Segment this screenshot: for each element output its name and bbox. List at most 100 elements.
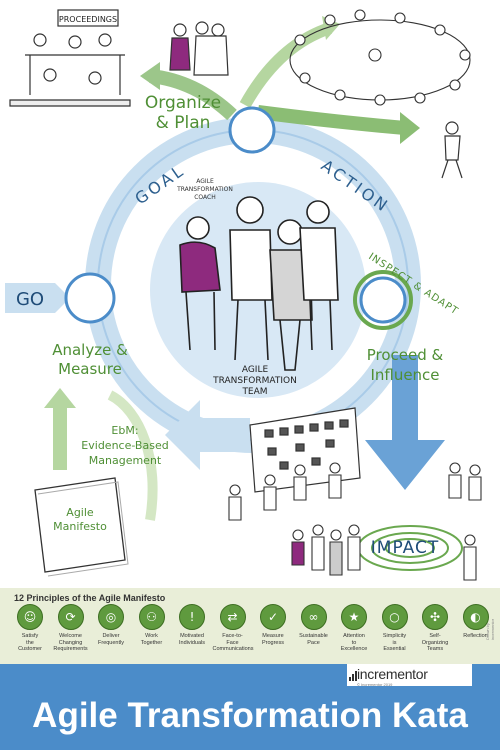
plan-arrows	[140, 16, 420, 144]
principle-glyph: ✣	[429, 610, 441, 624]
principle-label-line: Excellence	[340, 646, 368, 652]
principle-label-line: Progress	[261, 639, 284, 646]
principle-label-line: Sustainable	[299, 633, 328, 639]
principle-label-line: Customer	[18, 646, 42, 652]
principle-label-line: to	[351, 639, 357, 646]
principle-label-line: Measure	[262, 633, 284, 639]
principle-label-line: Face-to-	[222, 633, 243, 639]
principle-label-line: Satisfy	[21, 633, 39, 639]
principle-label: Reflection	[456, 633, 496, 640]
organize-plan-line1: Organize	[145, 93, 221, 113]
walking-person	[441, 121, 463, 179]
principle-label-line: Essential	[383, 646, 406, 652]
principle-label-line: Teams	[426, 646, 444, 652]
principle-label-line: Pace	[307, 639, 320, 646]
proceedings-scene	[9, 9, 131, 107]
plan-node	[228, 106, 276, 154]
satisfy-customer-icon: ☺	[17, 604, 43, 630]
ebm-line2: Evidence-Based	[81, 439, 168, 452]
face-to-face-icon: ⇄	[219, 604, 246, 630]
impact-label: IMPACT	[371, 538, 439, 558]
principle-label-line: Organizing	[421, 639, 449, 646]
go-label: GO	[16, 289, 44, 310]
simplicity-icon: ○	[381, 604, 408, 630]
excellence-icon: ★	[341, 604, 367, 630]
principle-label-line: Attention	[343, 633, 365, 639]
principle-glyph: ⚇	[146, 610, 157, 624]
principle-label-line: Welcome	[59, 633, 82, 639]
principle-label-line: Reflection	[463, 633, 488, 639]
principle-glyph: ∞	[308, 610, 319, 624]
team-label-3: TEAM	[241, 387, 267, 397]
brand-copyright: © Incrementor 2019	[357, 682, 393, 687]
coach-label-1: AGILE	[196, 178, 214, 185]
manifesto-page	[34, 477, 129, 577]
board-people	[228, 462, 482, 521]
impact-arrow	[365, 355, 445, 490]
brand-box	[347, 664, 472, 686]
brand-name: incrementor	[357, 666, 428, 682]
motivated-icon: !	[179, 604, 205, 630]
principle-label-line: Face	[226, 639, 239, 646]
ebm-line3: Management	[89, 454, 162, 467]
principle-item: ◐ Reflection	[456, 604, 496, 640]
principle-label-line: Work	[145, 633, 158, 639]
meeting-scene	[169, 21, 229, 76]
analyze-line2: Measure	[58, 360, 122, 378]
principle-glyph: ◎	[105, 610, 117, 624]
poster-title: Agile Transformation Kata	[32, 696, 468, 735]
deliver-icon: ◎	[98, 604, 124, 630]
principle-glyph: ◐	[470, 610, 481, 624]
sustainable-pace-icon: ∞	[300, 604, 327, 630]
principles-strip	[0, 588, 500, 664]
crowd-scene	[289, 9, 471, 106]
principle-glyph: ⟳	[65, 610, 76, 624]
principle-label-line: Frequently	[98, 639, 124, 646]
principle-glyph: ○	[389, 610, 400, 624]
principle-label-line: Simplicity	[382, 633, 407, 639]
go-node	[5, 272, 116, 324]
manifesto-line1: Agile	[66, 506, 94, 519]
coach-label-3: COACH	[194, 194, 216, 201]
manifesto-line2: Manifesto	[53, 520, 107, 533]
principle-label-line: Communications	[212, 646, 254, 652]
principle-label-line: Motivated	[180, 633, 204, 639]
changing-requirements-icon: ⟳	[57, 604, 84, 630]
brand-logo-icon	[349, 671, 357, 681]
analyze-line1: Analyze &	[52, 341, 128, 359]
principle-glyph: !	[189, 610, 195, 624]
measure-progress-icon: ✓	[260, 604, 286, 630]
principle-glyph: ✓	[267, 610, 279, 624]
principle-label-line: Changing	[58, 639, 83, 646]
ebm-line1: EbM:	[111, 424, 138, 437]
side-credit: Drawn by incrementor	[485, 618, 495, 640]
team-figures	[179, 196, 339, 371]
team-label-2: TRANSFORMATION	[212, 376, 297, 386]
team-label-1: AGILE	[242, 365, 269, 375]
principle-label-line: is	[392, 639, 397, 646]
principle-label-line: Individuals	[179, 639, 205, 646]
proceed-line2: Influence	[370, 366, 439, 384]
impact-spiral	[357, 525, 463, 571]
